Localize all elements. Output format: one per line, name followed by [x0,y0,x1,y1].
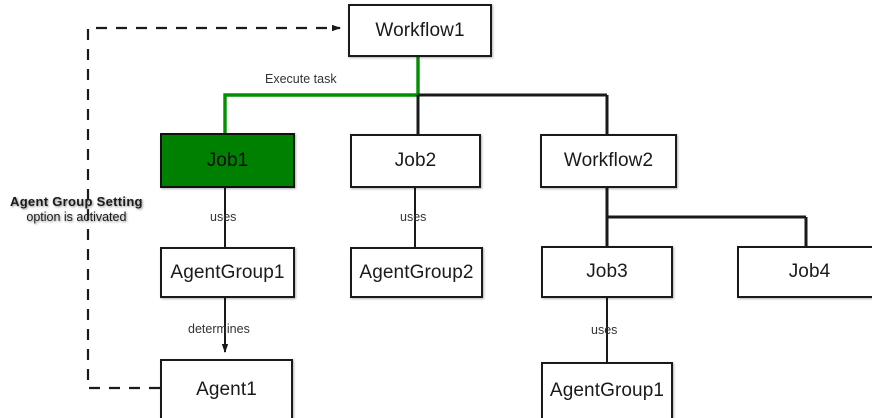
edge-workflow2-children-bus [605,188,808,246]
edge-workflow1-children-bus [416,93,609,134]
edge-label-uses-job1: uses [210,210,237,224]
annotation-title: Agent Group Setting [10,194,143,209]
annotation-subtitle: option is activated [26,210,127,224]
node-job3[interactable]: Job3 [541,246,673,298]
edge-workflow1-to-job1-green [223,57,420,133]
node-agentgroup2[interactable]: AgentGroup2 [350,247,483,298]
node-workflow2[interactable]: Workflow2 [540,134,677,188]
node-job2[interactable]: Job2 [350,134,481,188]
node-workflow1[interactable]: Workflow1 [348,4,492,57]
edge-label-execute-task: Execute task [265,72,337,86]
node-job4[interactable]: Job4 [737,246,872,298]
node-job1[interactable]: Job1 [160,133,295,188]
edge-label-determines: determines [188,322,250,336]
edge-label-uses-job3: uses [591,323,618,337]
edge-label-uses-job2: uses [400,210,427,224]
node-agent1[interactable]: Agent1 [160,359,293,418]
node-agentgroup1[interactable]: AgentGroup1 [160,247,295,298]
node-agentgroup1-secondary[interactable]: AgentGroup1 [541,362,673,418]
agent-group-setting-annotation: Agent Group Setting option is activated [10,194,143,224]
